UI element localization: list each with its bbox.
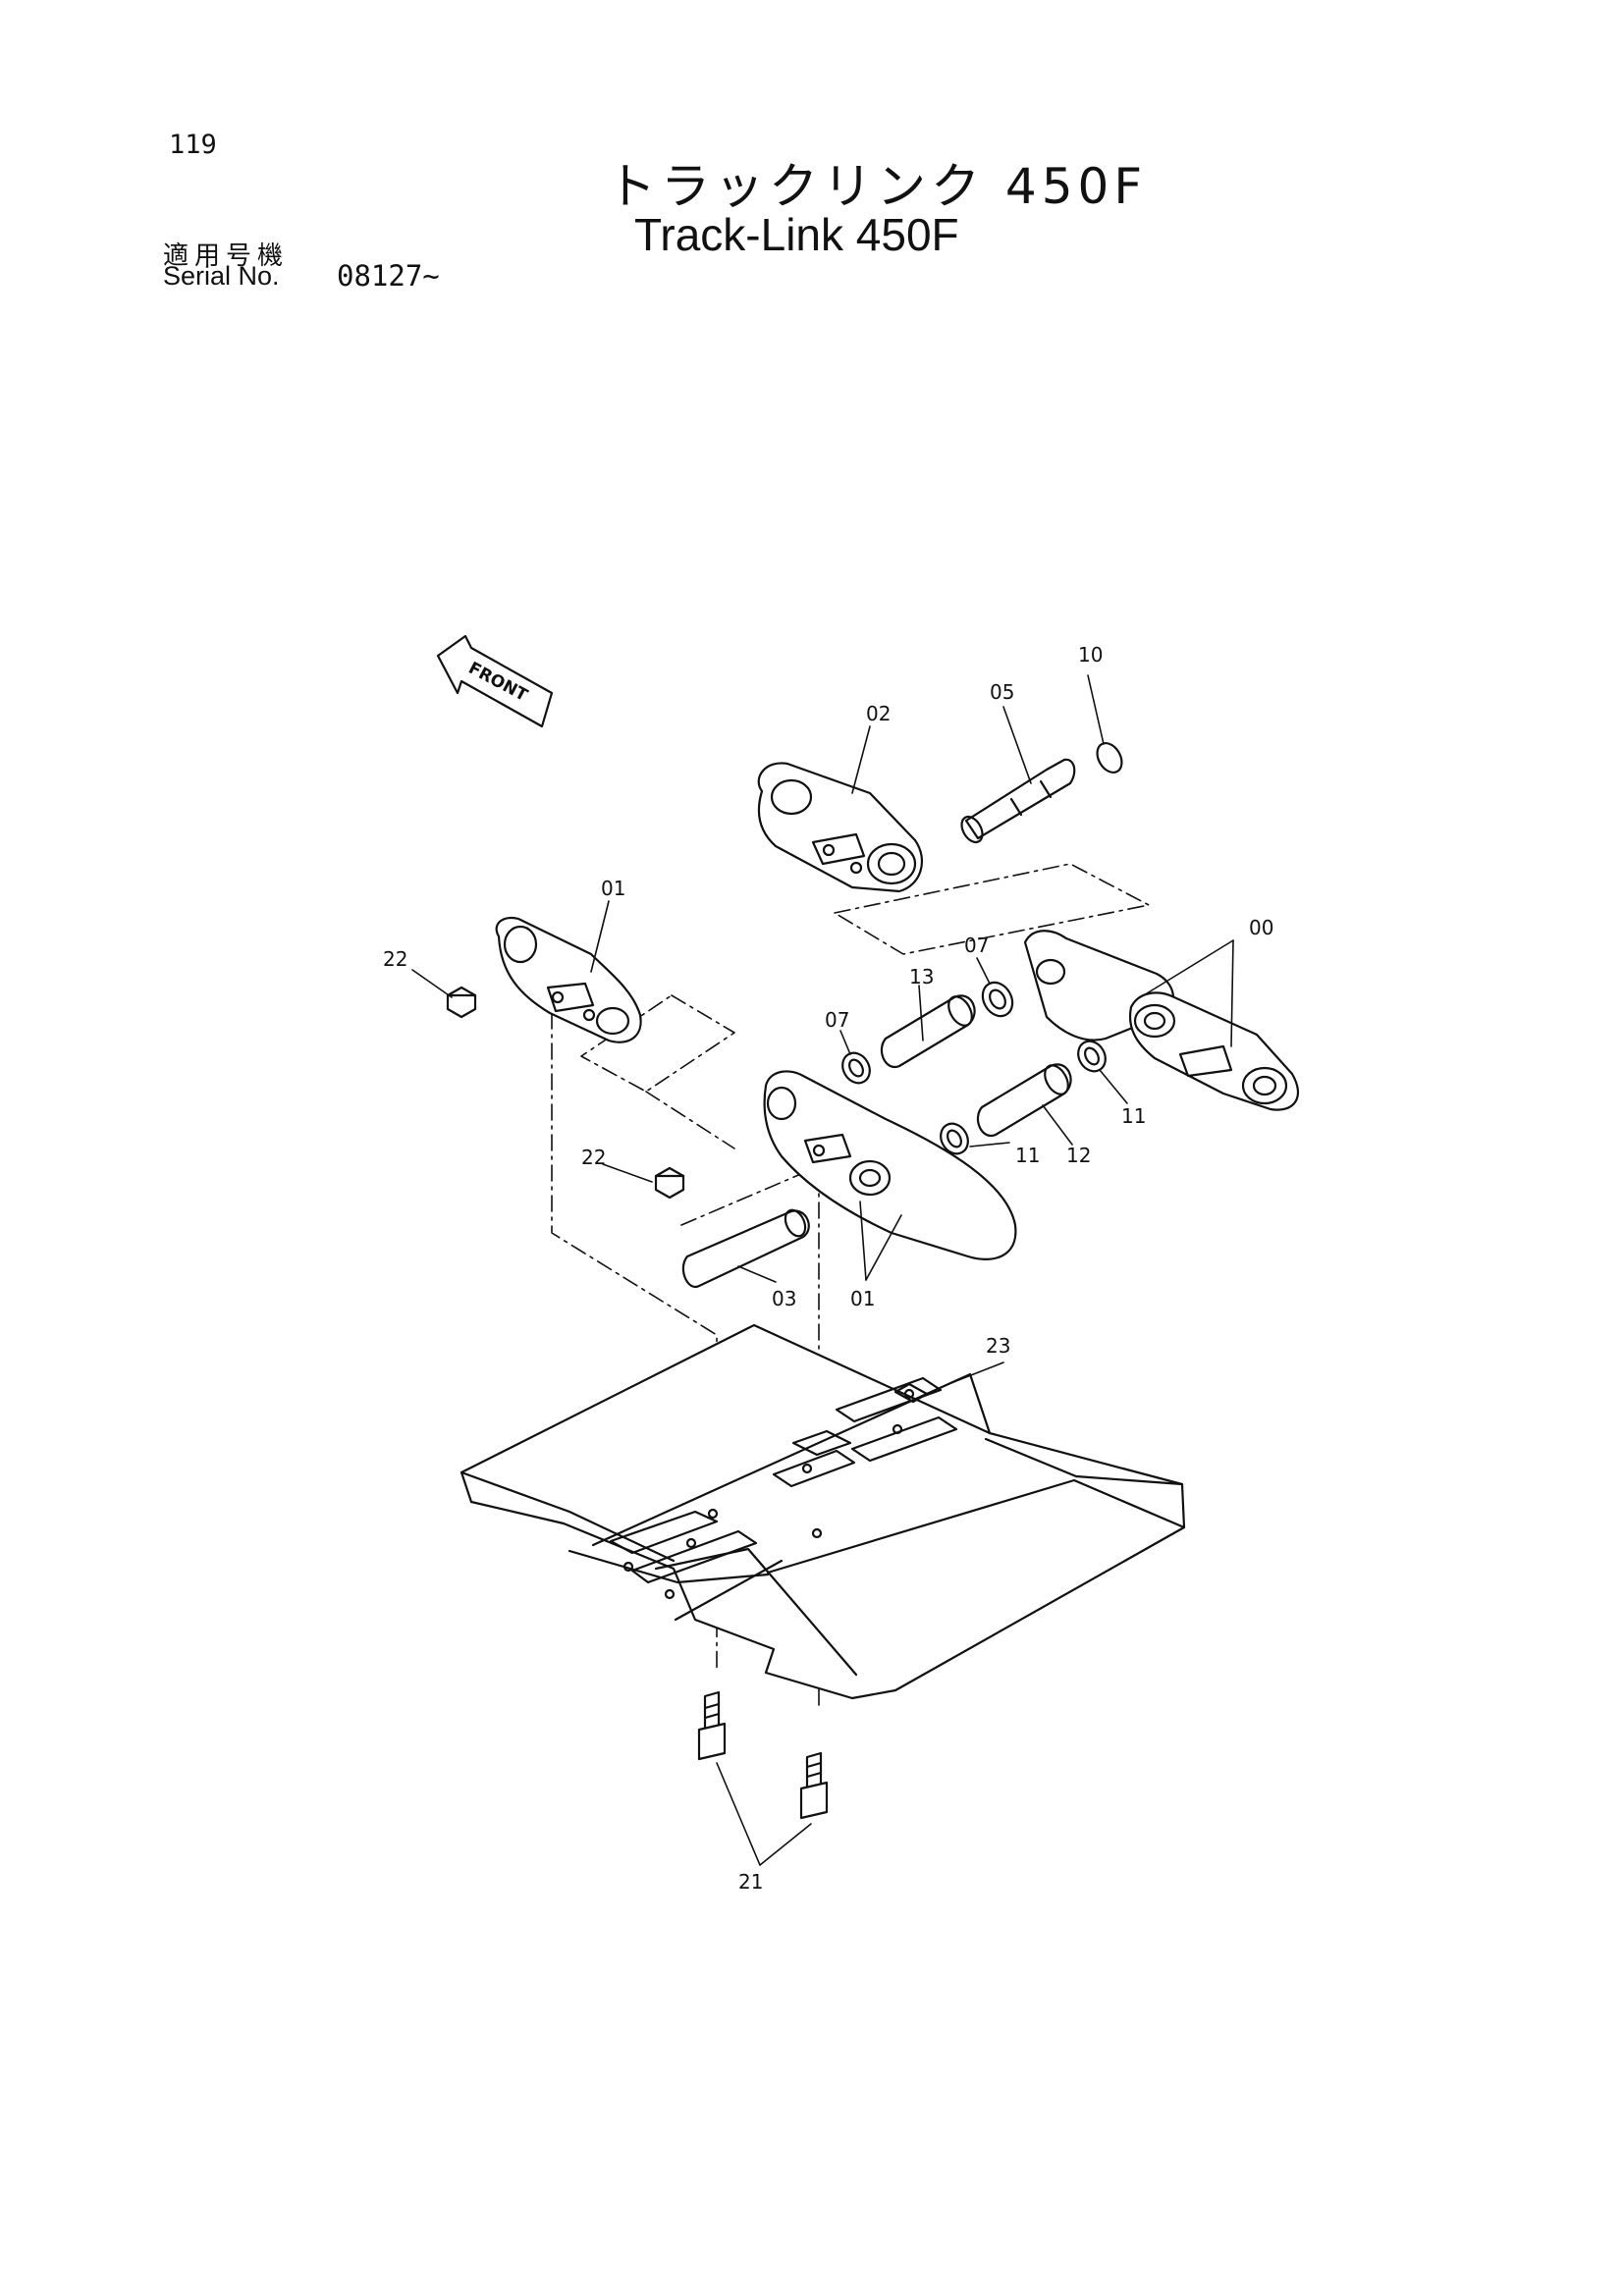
link-assembly-right xyxy=(1023,930,1299,1111)
part-label-02: 02 xyxy=(866,702,891,725)
bushing-lower xyxy=(976,1063,1072,1138)
title-english: Track-Link 450F xyxy=(634,209,959,260)
seal-upper xyxy=(981,981,1014,1018)
front-arrow-icon: FRONT xyxy=(436,634,554,728)
part-label-21: 21 xyxy=(738,1870,763,1894)
serial-label-japanese: 適用号機 xyxy=(163,241,290,271)
page-number: 119 xyxy=(169,130,217,160)
serial-number-value: 08127~ xyxy=(337,259,440,293)
master-link-lower xyxy=(763,1070,1017,1260)
part-label-05: 05 xyxy=(990,680,1014,704)
part-label-13: 13 xyxy=(909,965,934,988)
master-link-left xyxy=(495,916,642,1043)
leader-lines xyxy=(411,674,1234,1866)
part-label-01-upper: 01 xyxy=(601,877,625,900)
master-pin xyxy=(960,758,1076,844)
shoe-bolt-right xyxy=(799,1751,829,1820)
part-label-00: 00 xyxy=(1249,916,1273,939)
part-labels: 10 05 02 01 00 22 07 13 07 11 12 11 22 0… xyxy=(383,643,1273,1894)
serial-label-english: Serial No. xyxy=(163,261,280,291)
seal-11-right xyxy=(1077,1040,1107,1073)
part-label-07-upper: 07 xyxy=(964,934,989,957)
master-link-upper xyxy=(757,762,924,893)
part-label-11-right: 11 xyxy=(1121,1104,1146,1128)
shoe-bolt-left xyxy=(697,1690,727,1761)
part-label-01-lower: 01 xyxy=(850,1287,875,1310)
part-label-03: 03 xyxy=(772,1287,796,1310)
seal-lower xyxy=(841,1051,871,1085)
snap-ring xyxy=(1096,741,1123,774)
part-label-23: 23 xyxy=(986,1334,1010,1358)
seal-11-left xyxy=(940,1122,969,1155)
nut-upper xyxy=(446,986,477,1019)
part-label-07-lower: 07 xyxy=(825,1008,849,1032)
part-label-22-upper: 22 xyxy=(383,947,407,971)
part-label-10: 10 xyxy=(1078,643,1103,667)
title-japanese: トラックリンク 450F xyxy=(607,158,1148,215)
track-shoe xyxy=(460,1323,1186,1700)
part-label-22-lower: 22 xyxy=(581,1146,606,1169)
bushing-upper xyxy=(880,994,976,1069)
part-label-12: 12 xyxy=(1066,1144,1091,1167)
nut-lower xyxy=(654,1166,685,1200)
track-pin xyxy=(681,1208,810,1289)
part-label-11-left: 11 xyxy=(1015,1144,1040,1167)
